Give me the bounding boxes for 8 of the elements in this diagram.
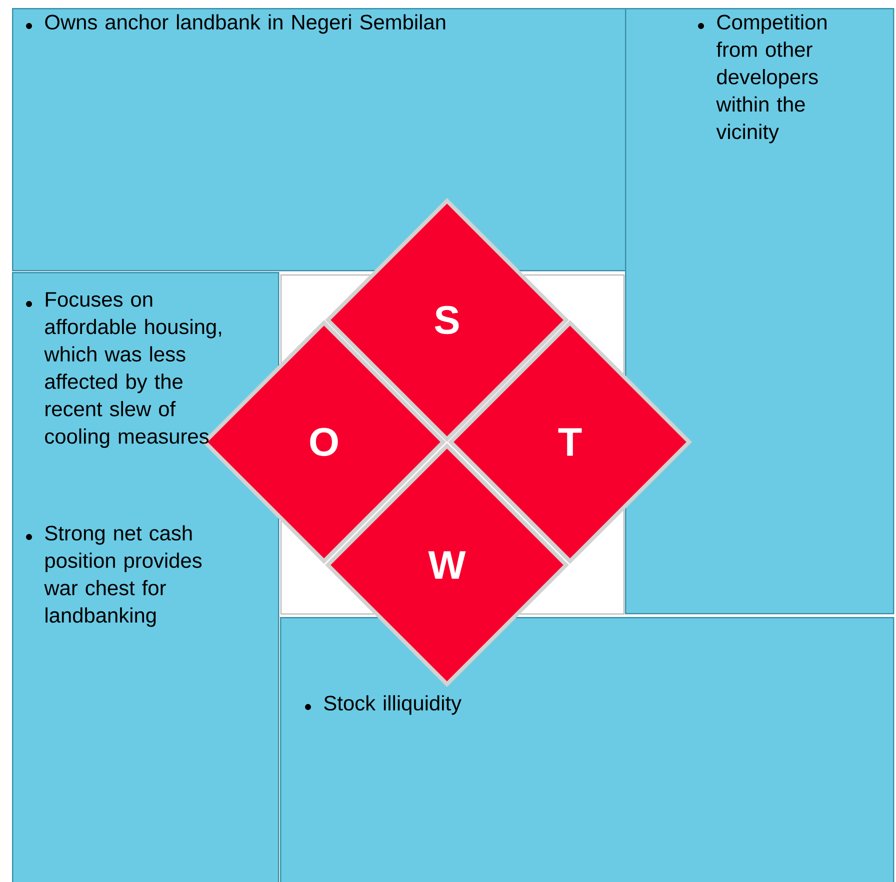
bullet-text: Stock illiquidity bbox=[324, 695, 462, 715]
text-panel bbox=[12, 272, 280, 882]
text-panel bbox=[280, 617, 894, 882]
text-panel bbox=[625, 8, 894, 614]
bullet-text: Owns anchor landbank in Negeri Sembilan bbox=[45, 14, 446, 34]
bullet-text: Competition from other developers within the vicinity bbox=[716, 14, 826, 144]
text-panel bbox=[12, 8, 626, 272]
bullet-text: Strong net cash position provides war chest for landbanking bbox=[44, 525, 202, 627]
